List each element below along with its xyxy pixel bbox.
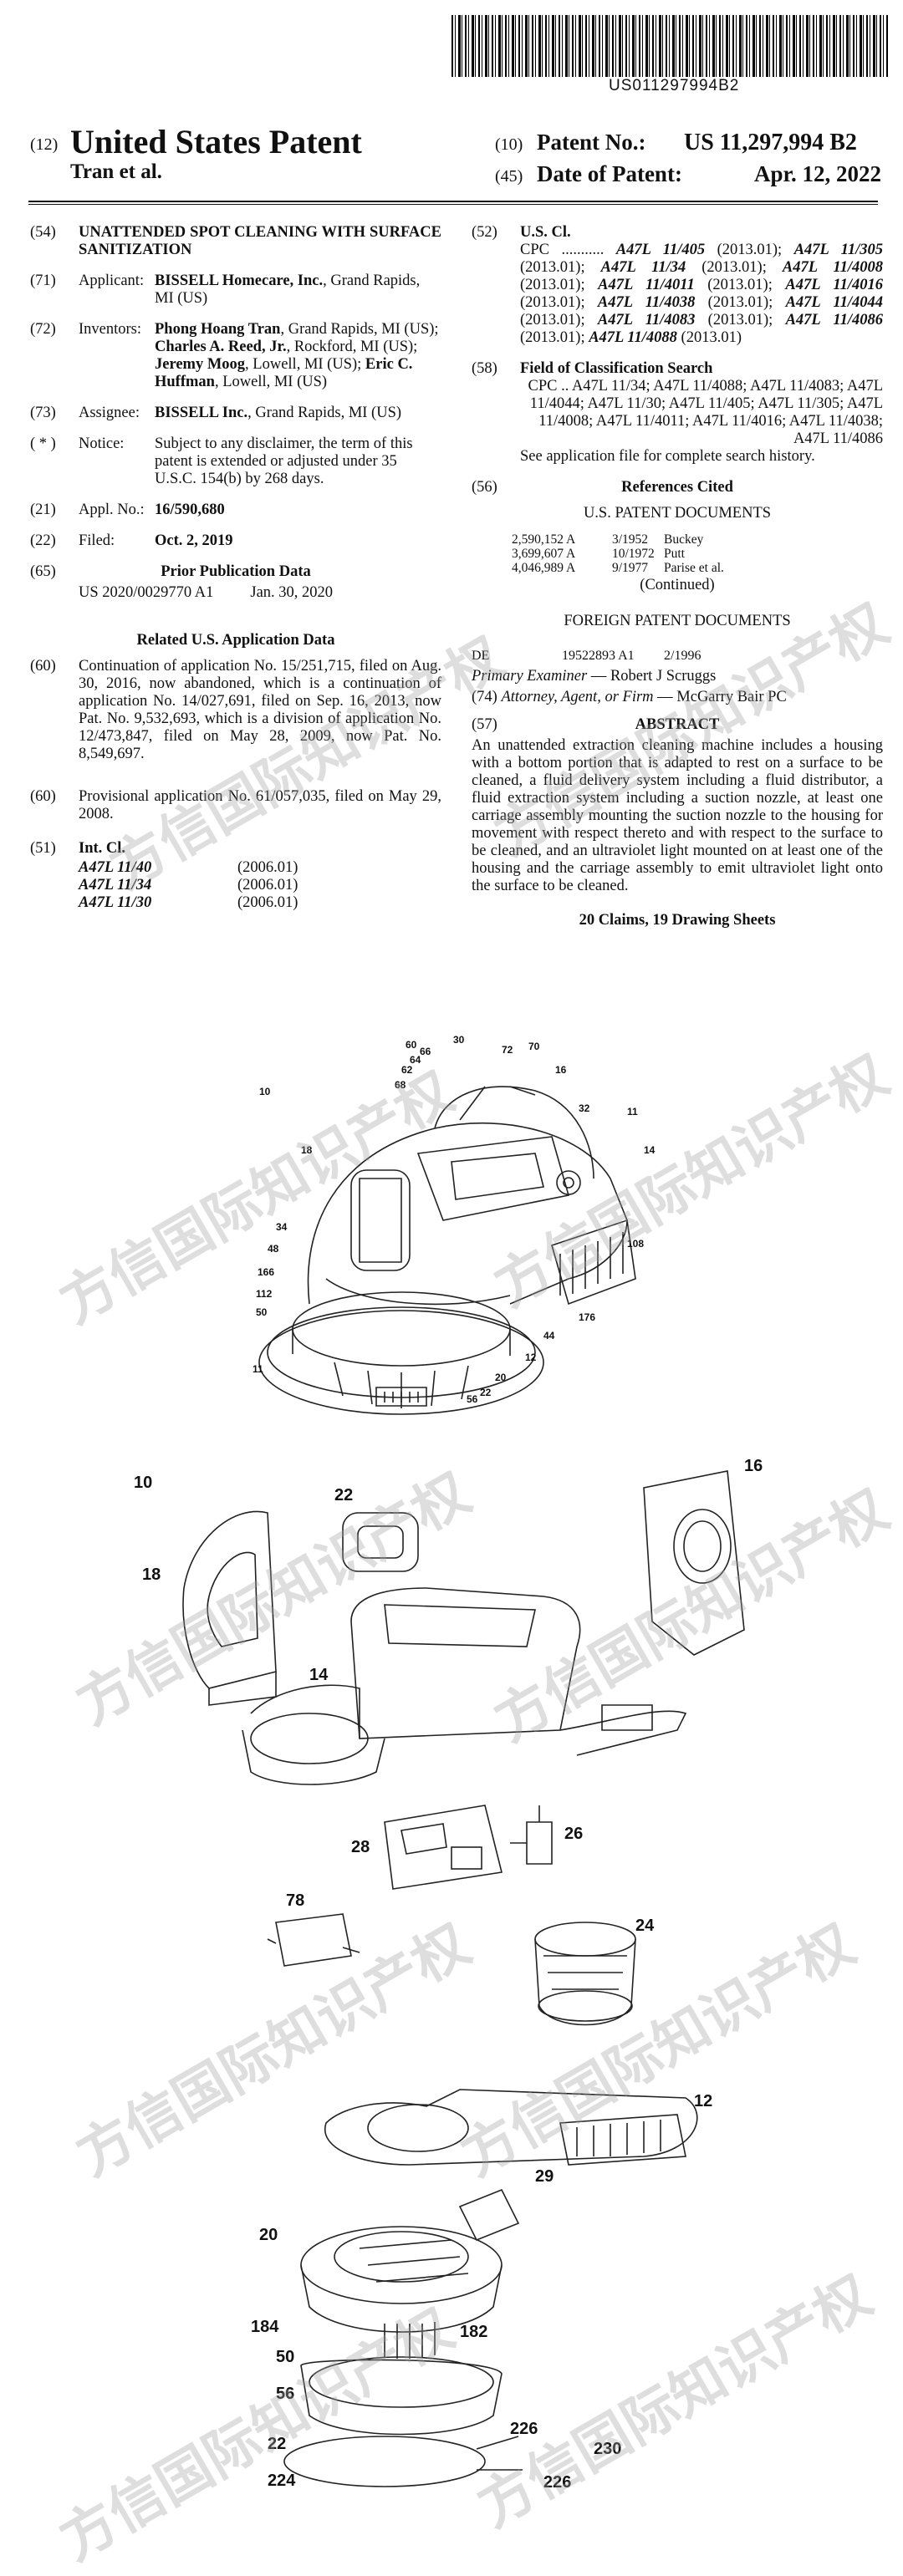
fig1-label: 50: [256, 1306, 268, 1318]
fig1-label: 20: [495, 1372, 507, 1383]
fig2-label: 18: [142, 1565, 161, 1584]
fig1-label: 62: [401, 1064, 413, 1076]
fig1-label: 56: [467, 1393, 478, 1405]
fig2-label: 56: [276, 2385, 294, 2403]
field-56: (56) References Cited U.S. PATENT DOCUME…: [472, 479, 883, 663]
field-60b: (60) Provisional application No. 61/057,…: [30, 788, 441, 822]
intcl-table: A47L 11/40(2006.01) A47L 11/34(2006.01) …: [79, 859, 298, 911]
fig1-label: 166: [258, 1266, 274, 1278]
fig1-label: 18: [301, 1144, 313, 1156]
fig2-label: 182: [460, 2323, 487, 2341]
header-rule: [28, 201, 878, 202]
fig1-label: 72: [502, 1044, 513, 1056]
date-label: Date of Patent:: [537, 161, 682, 186]
field-57: (57) ABSTRACT: [472, 716, 720, 733]
cpc-list: CPC ........... A47L 11/405 (2013.01); A…: [520, 242, 883, 346]
field-notice: ( * ) Notice: Subject to any disclaimer,…: [30, 435, 413, 487]
figure-1-drawing: 60 66 30 72 70 16 64 62 68 32 11 10 14 1…: [253, 1034, 656, 1415]
abstract-text: An unattended extraction cleaning machin…: [472, 737, 883, 894]
field-60a: (60) Continuation of application No. 15/…: [30, 658, 441, 762]
fig1-label: 30: [453, 1034, 465, 1046]
patent-no-label: Patent No.:: [537, 130, 646, 155]
fig2-label: 22: [268, 2435, 286, 2453]
field-58: (58) Field of Classification Search CPC …: [472, 360, 883, 465]
fig1-label: 34: [276, 1221, 288, 1233]
fig1-label: 68: [395, 1079, 406, 1091]
fig1-label: 64: [410, 1054, 421, 1066]
related-heading: Related U.S. Application Data: [136, 632, 335, 649]
fig2-label: 16: [744, 1457, 763, 1475]
fig1-label: 112: [256, 1288, 273, 1300]
code-10: (10): [495, 135, 523, 154]
field-65: (65) Prior Publication Data US 2020/0029…: [30, 563, 334, 601]
fig1-label: 70: [528, 1041, 540, 1052]
fig1-label: 10: [259, 1086, 271, 1097]
fig2-label: 50: [276, 2348, 294, 2366]
fig2-label: 26: [564, 1825, 583, 1843]
code-45: (45): [495, 167, 523, 186]
patent-number: US 11,297,994 B2: [684, 130, 857, 155]
patent-date: Apr. 12, 2022: [754, 161, 882, 186]
examiner-line: Primary Examiner — Robert J Scruggs: [472, 668, 717, 685]
fig1-label: 60: [406, 1039, 417, 1051]
code-12: (12): [30, 135, 59, 154]
fig2-label: 230: [594, 2440, 621, 2458]
header-rule-2: [28, 204, 878, 205]
fig1-label: 12: [525, 1352, 537, 1363]
field-74: (74) Attorney, Agent, or Firm — McGarry …: [472, 689, 787, 705]
fig2-label: 224: [268, 2472, 296, 2490]
fig1-label: 11: [627, 1106, 638, 1117]
fig1-label: 108: [627, 1238, 644, 1250]
fig2-label: 78: [286, 1891, 304, 1910]
fig1-label: 176: [579, 1311, 595, 1323]
fig2-label: 22: [334, 1486, 353, 1504]
fig2-label: 226: [543, 2473, 571, 2491]
fig2-label: 226: [510, 2420, 538, 2438]
fig2-label: 28: [351, 1838, 370, 1856]
barcode: [452, 15, 888, 77]
fig1-label: 66: [420, 1046, 431, 1057]
barcode-number: US011297994B2: [609, 77, 740, 94]
patent-type-title: United States Patent: [70, 123, 362, 160]
fig2-label: 24: [635, 1917, 655, 1935]
left-column: (54) UNATTENDED SPOT CLEANING WITH SURFA…: [30, 224, 441, 925]
fig2-label: 12: [694, 2092, 712, 2110]
field-21: (21) Appl. No.: 16/590,680: [30, 501, 225, 518]
fig2-label: 29: [535, 2167, 554, 2186]
field-73: (73) Assignee: BISSELL Inc., Grand Rapid…: [30, 405, 402, 421]
field-51: (51) Int. Cl. A47L 11/40(2006.01) A47L 1…: [30, 840, 441, 912]
fig1-label: 16: [555, 1064, 567, 1076]
field-54: (54) UNATTENDED SPOT CLEANING WITH SURFA…: [30, 224, 441, 258]
claims-line: 20 Claims, 19 Drawing Sheets: [579, 912, 776, 929]
field-52: (52) U.S. Cl. CPC ........... A47L 11/40…: [472, 224, 883, 346]
fig2-label: 184: [251, 2318, 279, 2336]
inventor-short: Tran et al.: [70, 160, 162, 183]
field-71: (71) Applicant: BISSELL Homecare, Inc., …: [30, 272, 421, 307]
invention-title: UNATTENDED SPOT CLEANING WITH SURFACE SA…: [79, 224, 441, 258]
fig1-label: 22: [480, 1387, 492, 1398]
figure-2-drawing: 10 22 16 18 14 28 26 78 24 12 29 20 184 …: [134, 1457, 763, 2491]
applicant-name: BISSELL Homecare, Inc.: [155, 272, 324, 289]
fig1-label: 48: [268, 1243, 279, 1255]
fig1-label: 11: [253, 1363, 263, 1375]
fig2-label: 14: [309, 1666, 329, 1684]
fig1-label: 32: [579, 1102, 590, 1114]
right-column: (52) U.S. Cl. CPC ........... A47L 11/40…: [472, 224, 883, 929]
field-72: (72) Inventors: Phong Hoang Tran, Grand …: [30, 321, 439, 390]
fig2-label: 20: [259, 2226, 278, 2244]
fig1-label: 14: [644, 1144, 656, 1156]
field-22: (22) Filed: Oct. 2, 2019: [30, 532, 233, 549]
fig1-label: 44: [543, 1330, 555, 1341]
fig2-label: 10: [134, 1474, 152, 1492]
